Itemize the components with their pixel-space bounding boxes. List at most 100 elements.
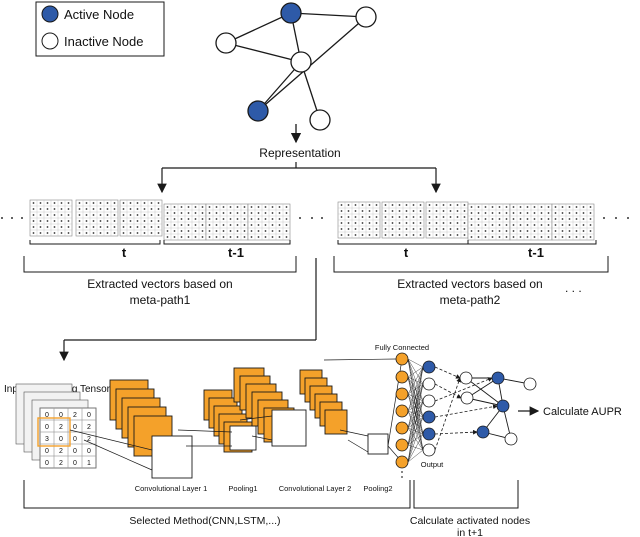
- matrix-groups: [1, 199, 629, 245]
- output-label: Output: [421, 460, 444, 469]
- tensor-kernel-window: [37, 417, 71, 447]
- fully-connected-network: [323, 352, 537, 478]
- conv1-output-map: [151, 435, 193, 479]
- legend-inactive-label: Inactive Node: [64, 34, 144, 49]
- conv-stacks: [69, 367, 389, 479]
- tensor-cell: 2: [87, 424, 91, 431]
- fc-node: [395, 455, 409, 469]
- matrix-panel: [29, 199, 73, 237]
- graph-node-inactive: [309, 109, 331, 131]
- connector-to-cnn: [59, 258, 317, 362]
- tensor-cell: 0: [73, 460, 77, 467]
- fc-node: [395, 438, 409, 452]
- matrix-panel: [247, 203, 291, 241]
- active-node-swatch: [41, 5, 59, 23]
- matrix-panel: [509, 203, 553, 241]
- ellipsis-dot: [21, 217, 23, 219]
- matrix-panel: [337, 201, 381, 239]
- matrix-panel: [163, 203, 207, 241]
- pool2-output-map: [367, 433, 389, 455]
- aupr-label: Calculate AUPR: [543, 406, 622, 418]
- predicted-node-inactive: [459, 371, 473, 385]
- caption-meta-path1-line1: Extracted vectors based on: [87, 277, 232, 291]
- predicted-node-active: [491, 371, 505, 385]
- predicted-node-active: [476, 425, 490, 439]
- conv2-output-map: [271, 409, 307, 447]
- matrix-panel: [381, 201, 425, 239]
- matrix-panel: [467, 203, 511, 241]
- representation-split: [157, 162, 441, 194]
- matrix-panel: [119, 199, 163, 237]
- ellipsis-dot: [615, 217, 617, 219]
- tensor-cell: 2: [73, 412, 77, 419]
- caption-meta-path2-line2: meta-path2: [440, 293, 501, 307]
- output-node-active: [422, 410, 436, 424]
- tensor-cell: 0: [45, 424, 49, 431]
- ellipsis: . . .: [565, 281, 582, 295]
- tensor-cell: 0: [45, 460, 49, 467]
- caption-meta-path2-line1: Extracted vectors based on: [397, 277, 542, 291]
- graph-node-inactive: [215, 32, 237, 54]
- network-graph: [215, 2, 377, 131]
- tensor-cell: 0: [73, 448, 77, 455]
- fc-node: [395, 404, 409, 418]
- matrix-panel: [425, 201, 469, 239]
- conv1-label: Convolutional Layer 1: [135, 484, 208, 493]
- time-bracket: [163, 240, 291, 245]
- output-node-active: [422, 427, 436, 441]
- pool2-label: Pooling2: [363, 484, 392, 493]
- fc-node: [395, 387, 409, 401]
- ellipsis-dot: [311, 217, 313, 219]
- selected-method-label: Selected Method(CNN,LSTM,...): [129, 515, 280, 527]
- ellipsis-dot: [321, 217, 323, 219]
- output-node-inactive: [422, 394, 436, 408]
- time-bracket: [29, 240, 161, 245]
- fc-node: [395, 352, 409, 366]
- graph-node-active: [280, 2, 302, 24]
- tensor-cell: 0: [59, 412, 63, 419]
- tensor-cell: 3: [45, 436, 49, 443]
- activated-nodes-line1: Calculate activated nodes: [410, 515, 530, 527]
- time-bracket: [337, 240, 469, 245]
- pool1-label: Pooling1: [228, 484, 257, 493]
- tensor-cell: 0: [45, 412, 49, 419]
- graph-node-inactive: [290, 51, 312, 73]
- matrix-braces: [23, 256, 609, 273]
- output-node-active: [422, 360, 436, 374]
- feature-map-stack: [299, 369, 348, 435]
- ellipsis-dot: [627, 217, 629, 219]
- time-label-t: t: [404, 245, 409, 260]
- ellipsis-dot: [299, 217, 301, 219]
- output-node-inactive: [422, 443, 436, 457]
- predicted-node-inactive: [504, 432, 518, 446]
- tensor-cell: 2: [59, 424, 63, 431]
- predicted-node-inactive: [460, 391, 474, 405]
- inactive-node-swatch: [41, 32, 59, 50]
- caption-meta-path1-line2: meta-path1: [130, 293, 191, 307]
- tensor-cell: 1: [87, 460, 91, 467]
- tensor-cell: 0: [59, 436, 63, 443]
- conv2-label: Convolutional Layer 2: [279, 484, 352, 493]
- graph-node-active: [247, 100, 269, 122]
- ellipsis-dot: [603, 217, 605, 219]
- legend: Active Node Inactive Node: [35, 1, 165, 57]
- ellipsis-dot: [1, 217, 3, 219]
- tensor-cell: 2: [59, 448, 63, 455]
- tensor-cell: 0: [45, 448, 49, 455]
- activated-nodes-line2: in t+1: [457, 527, 483, 537]
- fc-node: [395, 370, 409, 384]
- matrix-panel: [75, 199, 119, 237]
- graph-node-inactive: [355, 6, 377, 28]
- fc-label: Fully Connected: [375, 343, 429, 352]
- bottom-braces: [23, 480, 519, 509]
- tensor-cell: 2: [59, 460, 63, 467]
- tensor-cell: 2: [87, 436, 91, 443]
- legend-active-label: Active Node: [64, 7, 134, 22]
- tensor-cell: 0: [73, 436, 77, 443]
- time-bracket: [467, 240, 597, 245]
- predicted-node-active: [496, 399, 510, 413]
- time-label-t-1: t-1: [528, 245, 544, 260]
- pool1-output-map: [229, 425, 257, 451]
